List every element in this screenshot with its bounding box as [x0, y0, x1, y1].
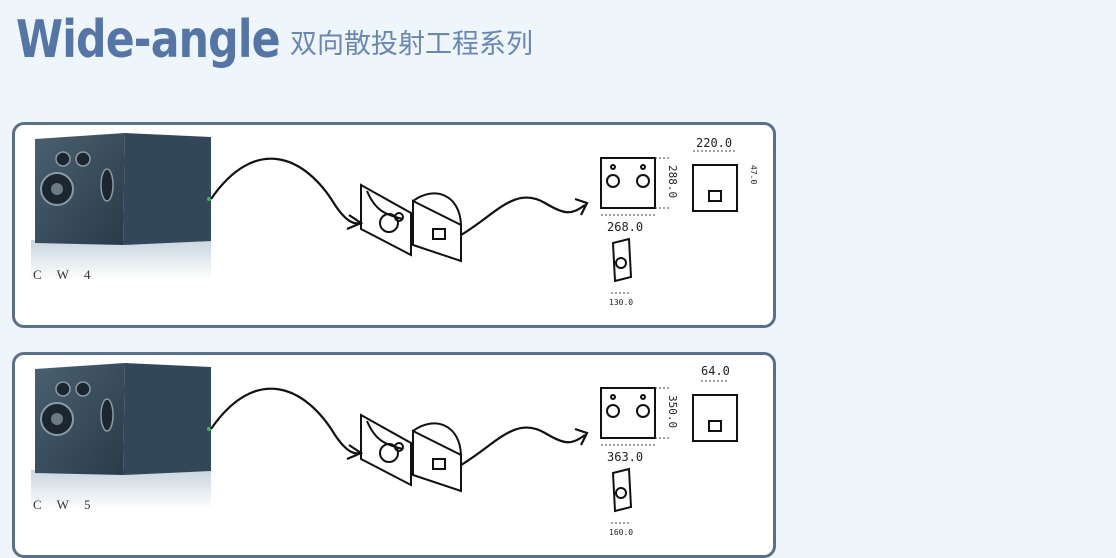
dim-side-depth: 160.0 [609, 528, 633, 537]
model-label: C W 5 [33, 497, 97, 512]
dim-top: 220.0 [696, 136, 732, 150]
product-diagram: 350.0 363.0 64.0 160.0 [31, 363, 738, 537]
page-subtitle: 双向散投射工程系列 [290, 29, 533, 60]
dim-top: 64.0 [701, 364, 730, 378]
speaker-photo [31, 363, 211, 510]
dim-front-width: 268.0 [607, 220, 643, 234]
product-panel-cw5: 350.0 363.0 64.0 160.0 C W 5 [12, 352, 776, 558]
dim-top-right: 47.0 [749, 165, 758, 184]
product-panel-cw4: 288.0 268.0 220.0 47.0 130.0 C W 4 [12, 122, 776, 328]
dim-front-height: 288.0 [666, 165, 679, 198]
dim-front-height: 350.0 [666, 395, 679, 428]
product-diagram: 288.0 268.0 220.0 47.0 130.0 [31, 133, 758, 307]
dim-front-width: 363.0 [607, 450, 643, 464]
speaker-line-drawing [360, 183, 462, 263]
speaker-photo [31, 133, 211, 280]
page-title: Wide-angle [16, 10, 281, 70]
page-header: Wide-angle [16, 0, 338, 70]
speaker-line-drawing [360, 413, 462, 493]
model-label: C W 4 [33, 267, 97, 282]
dim-side-depth: 130.0 [609, 298, 633, 307]
